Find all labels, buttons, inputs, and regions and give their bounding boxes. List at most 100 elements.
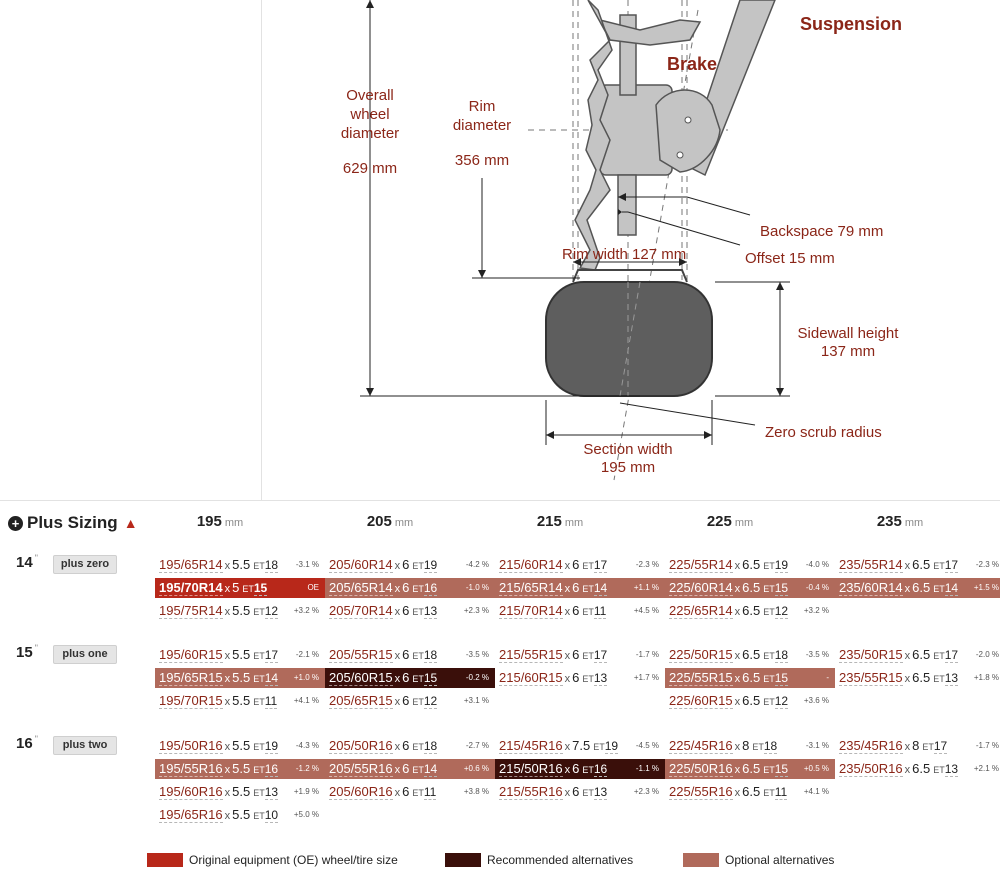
chevron-up-icon[interactable]: ▲ <box>123 515 138 531</box>
tire-size-link[interactable]: 195/75R14 <box>159 603 223 619</box>
tire-size-link[interactable]: 205/60R16 <box>329 784 393 800</box>
tire-size-link[interactable]: 215/55R16 <box>499 784 563 800</box>
overall-label-2: wheel <box>349 106 389 123</box>
offset-value: 17 <box>944 648 959 663</box>
tire-size-link[interactable]: 195/55R16 <box>159 761 223 777</box>
tire-size-link[interactable]: 205/55R15 <box>329 647 393 663</box>
tire-size-link[interactable]: 225/55R15 <box>669 670 733 686</box>
tire-size-link[interactable]: 235/55R14 <box>839 557 903 573</box>
tire-size-link[interactable]: 205/70R14 <box>329 603 393 619</box>
tire-size-link[interactable]: 205/55R16 <box>329 761 393 777</box>
tire-size-link[interactable]: 205/60R15 <box>329 670 393 686</box>
tire-size-link[interactable]: 225/55R14 <box>669 557 733 573</box>
tire-size-link[interactable]: 215/60R14 <box>499 557 563 573</box>
tire-size-link[interactable]: 215/45R16 <box>499 738 563 754</box>
et-label: ET <box>242 584 254 594</box>
diameter-diff: -2.3 % <box>975 560 999 569</box>
times-sign: x <box>734 787 741 799</box>
tire-size-link[interactable]: 235/45R16 <box>839 738 903 754</box>
tire-size-link[interactable]: 195/60R16 <box>159 784 223 800</box>
section-label: Section width <box>583 441 672 458</box>
tire-size-link[interactable]: 225/45R16 <box>669 738 733 754</box>
rim-width: 6.5 <box>912 557 931 572</box>
tire-size-link[interactable]: 225/65R14 <box>669 603 733 619</box>
tire-size-link[interactable]: 195/65R16 <box>159 807 223 823</box>
times-sign: x <box>564 583 571 595</box>
tire-size-link[interactable]: 215/60R15 <box>499 670 563 686</box>
tire-size-link[interactable]: 205/65R15 <box>329 693 393 709</box>
rim-width: 6 <box>572 647 580 662</box>
diameter-diff: -2.0 % <box>975 650 999 659</box>
tire-size-link[interactable]: 195/70R14 <box>159 580 223 596</box>
tire-size-link[interactable]: 205/60R14 <box>329 557 393 573</box>
tire-size-link[interactable]: 215/65R14 <box>499 580 563 596</box>
tire-size-link[interactable]: 195/65R14 <box>159 557 223 573</box>
tire-size-link[interactable]: 205/50R16 <box>329 738 393 754</box>
tire-size-link[interactable]: 205/65R14 <box>329 580 393 596</box>
plus-sizing-toggle[interactable]: + Plus Sizing ▲ <box>8 513 138 533</box>
rim-width: 5.5 <box>232 784 251 799</box>
tire-size-link[interactable]: 225/50R16 <box>669 761 733 777</box>
tire-size-link[interactable]: 225/60R14 <box>669 580 733 596</box>
tire-size-link[interactable]: 225/50R15 <box>669 647 733 663</box>
tire-size-link[interactable]: 195/70R15 <box>159 693 223 709</box>
tire-size-link[interactable]: 235/50R15 <box>839 647 903 663</box>
tire-size-link[interactable]: 215/70R14 <box>499 603 563 619</box>
tire-size-link[interactable]: 225/60R15 <box>669 693 733 709</box>
tire-size-link[interactable]: 215/50R16 <box>499 761 563 777</box>
tire-size-link[interactable]: 235/55R15 <box>839 670 903 686</box>
tire-size-link[interactable]: 225/55R16 <box>669 784 733 800</box>
tire-size-link[interactable]: 195/60R15 <box>159 647 223 663</box>
offset-value: 15 <box>253 581 268 596</box>
offset-value: 15 <box>774 581 789 596</box>
times-sign: x <box>734 650 741 662</box>
tire-size-link[interactable]: 195/50R16 <box>159 738 223 754</box>
tire-size-link[interactable]: 235/50R16 <box>839 761 903 777</box>
tire-size-link[interactable]: 235/60R14 <box>839 580 903 596</box>
tire-size-link[interactable]: 195/65R15 <box>159 670 223 686</box>
tire-size-link[interactable]: 215/55R15 <box>499 647 563 663</box>
